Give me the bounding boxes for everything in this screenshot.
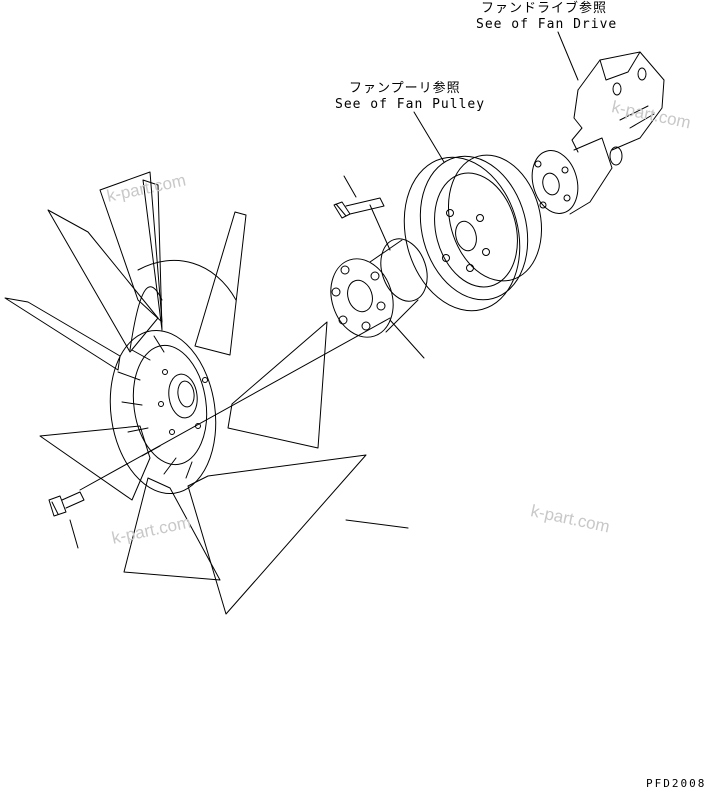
fan-hub-center	[168, 373, 198, 419]
fan-hub-ring-inner	[132, 344, 208, 466]
fan-pulley-label-en: See of Fan Pulley	[335, 97, 486, 112]
fan-blade	[4, 297, 121, 371]
leader-lines	[69, 31, 579, 549]
figure-code: PFD2008	[646, 777, 707, 790]
fan-blade	[142, 179, 163, 331]
fan-drive	[531, 51, 665, 215]
fan-drive-label-en: See of Fan Drive	[476, 17, 618, 32]
fan-blade	[47, 209, 159, 353]
fan-pulley	[403, 154, 543, 312]
spacer-rear	[380, 238, 428, 302]
bolt-lower	[48, 491, 85, 517]
spacer-face	[330, 258, 394, 338]
fan-blade	[194, 211, 247, 356]
fan-drive-label-jp: ファンドライブ参照	[481, 1, 608, 16]
bolt-upper	[333, 197, 385, 219]
fan-pulley-label-jp: ファンプーリ参照	[349, 81, 461, 96]
fan-blade	[39, 425, 151, 501]
fan-hub-ring-outer	[109, 329, 217, 495]
fan-blade	[227, 321, 328, 449]
fan-assembly	[4, 171, 367, 615]
spacer	[330, 238, 428, 338]
fan-blade	[187, 454, 367, 615]
fan-blade	[123, 477, 221, 581]
